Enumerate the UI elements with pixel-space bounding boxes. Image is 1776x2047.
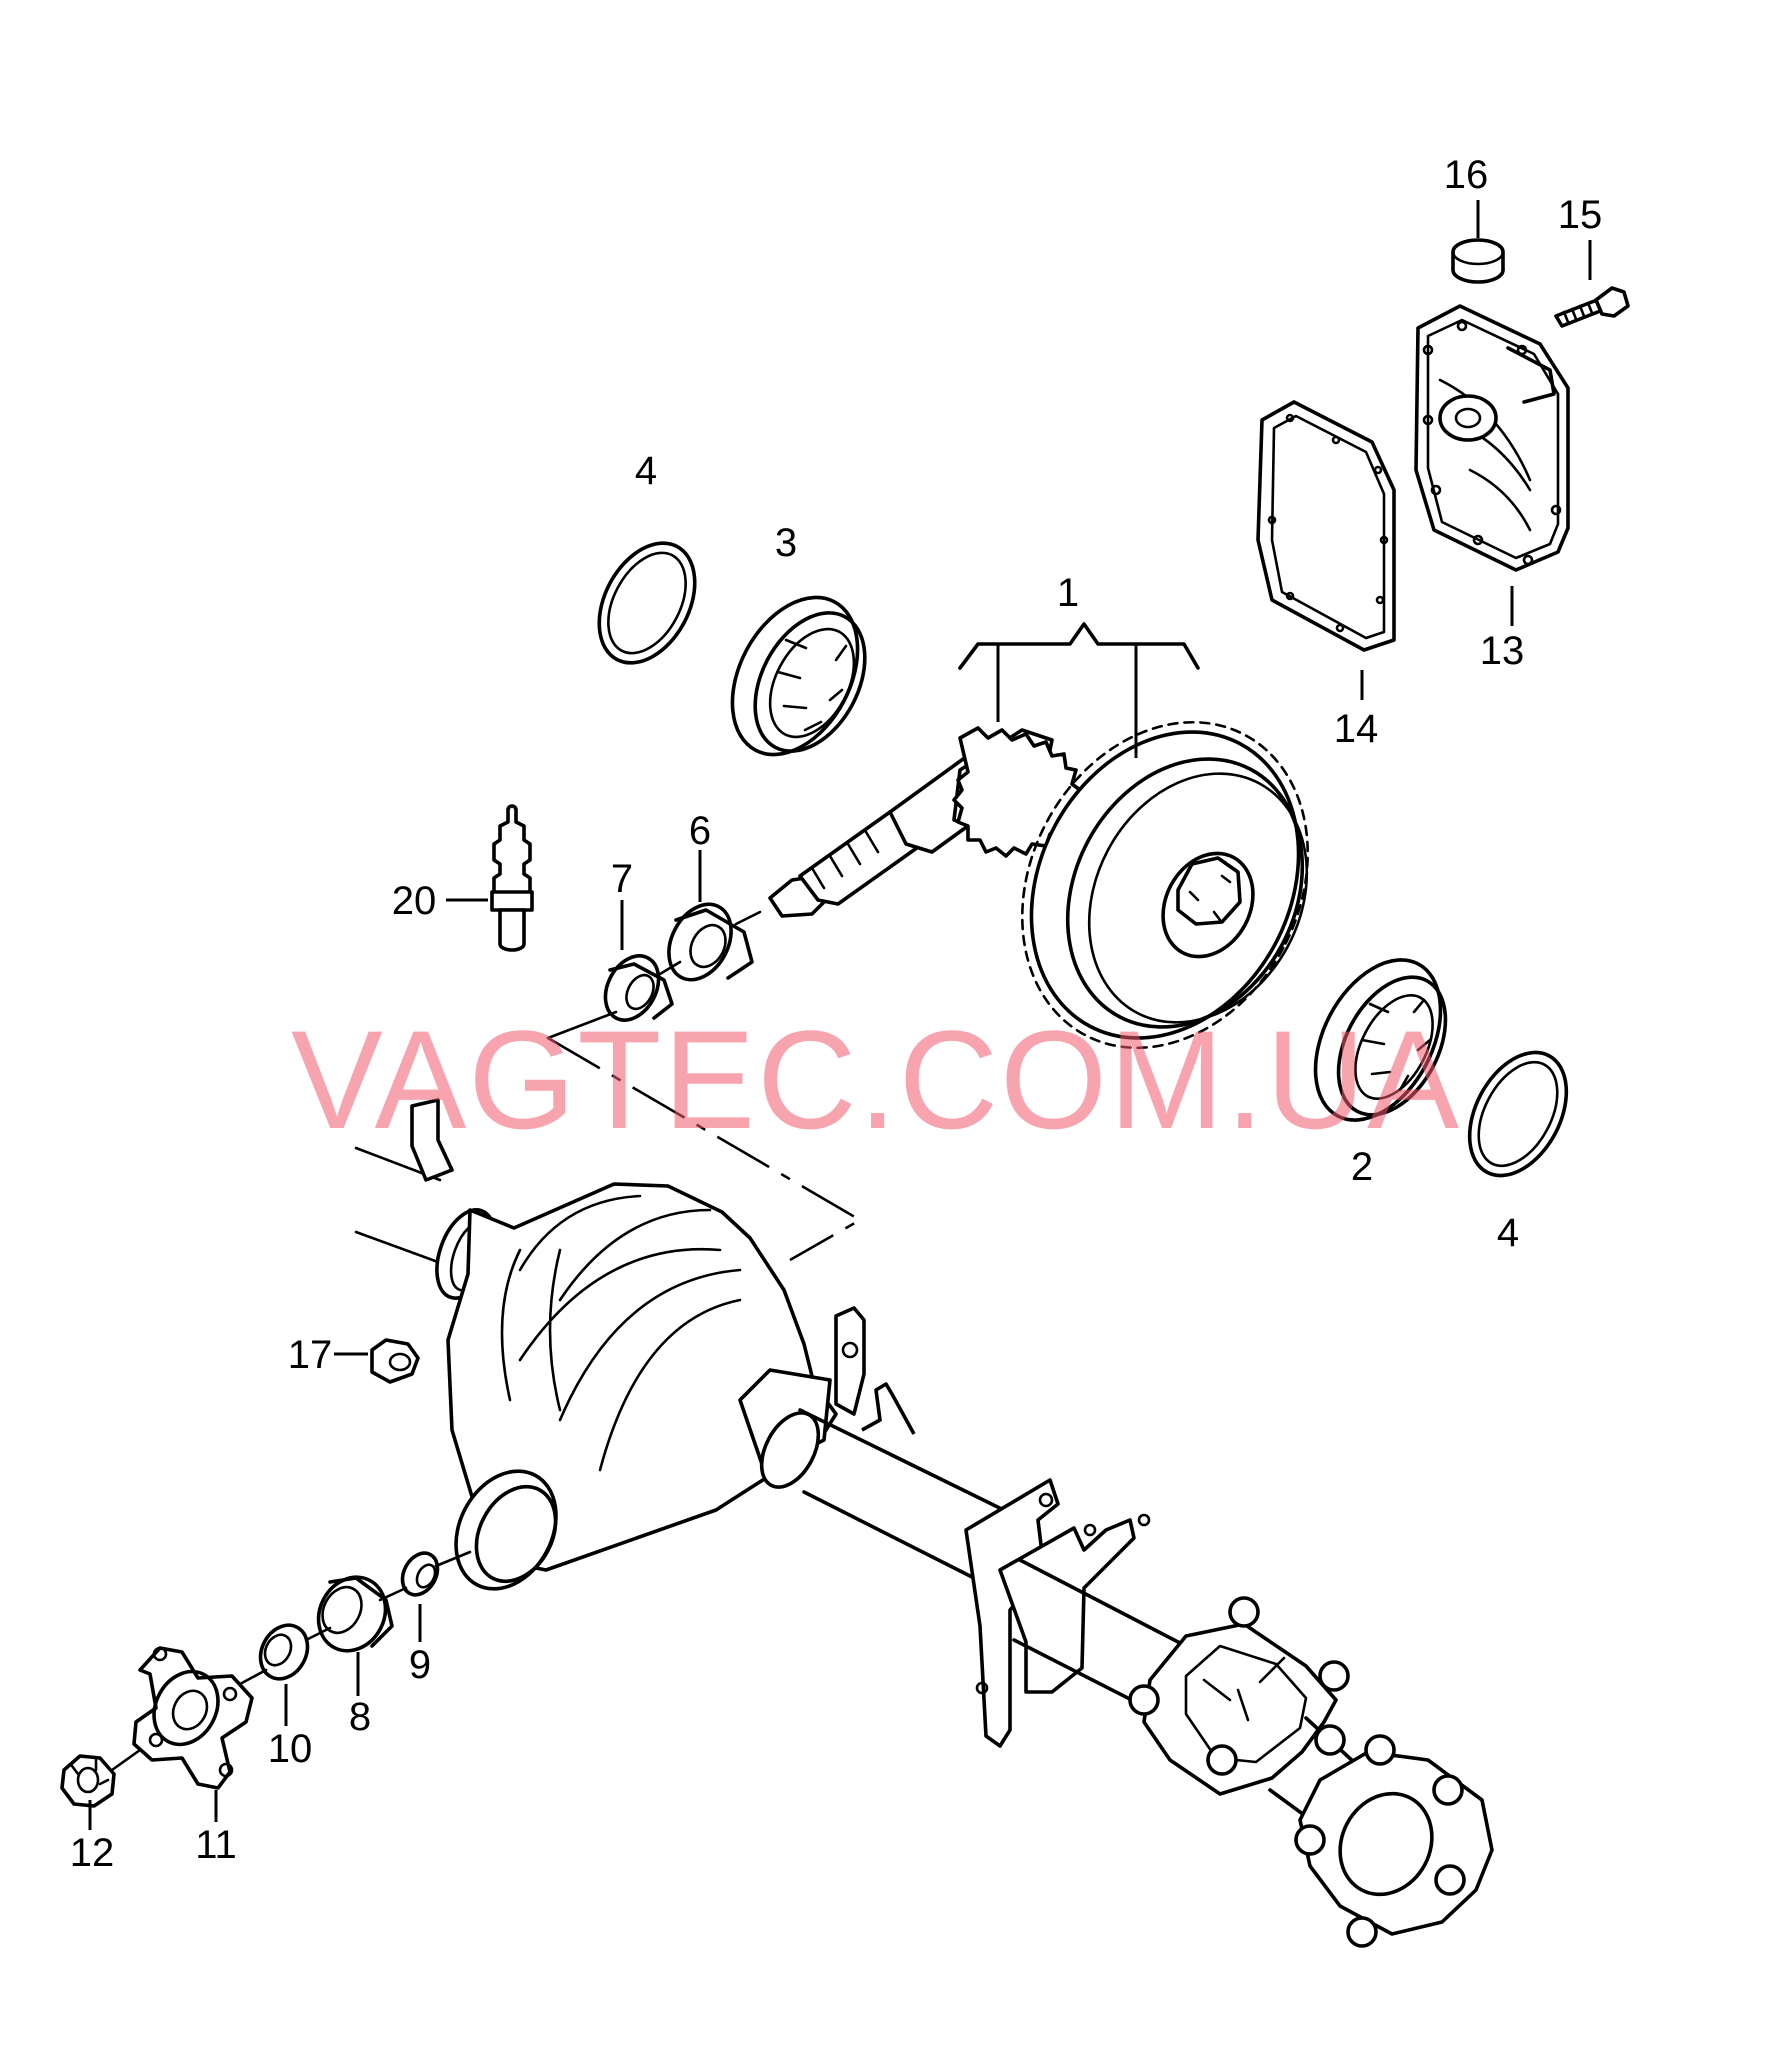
part-9-pinion-nut-small — [400, 1550, 472, 1642]
part-6-pinion-bearing — [667, 850, 754, 982]
part-2-bearing — [1313, 958, 1448, 1122]
callout-9: 9 — [409, 1643, 431, 1687]
callout-labels: 1 2 3 4 4 6 7 8 9 10 11 12 13 14 15 16 1… — [70, 153, 1603, 1875]
callout-6: 6 — [689, 809, 711, 853]
callout-1: 1 — [1057, 571, 1079, 615]
axle-housing — [354, 1098, 1494, 1948]
callout-17: 17 — [288, 1333, 333, 1377]
callout-13: 13 — [1480, 629, 1525, 673]
callout-16: 16 — [1444, 153, 1489, 197]
callout-10: 10 — [268, 1727, 313, 1771]
callout-14: 14 — [1334, 707, 1379, 751]
callout-12: 12 — [70, 1831, 115, 1875]
callout-4-upper: 4 — [635, 449, 657, 493]
part-17-nut — [334, 1338, 420, 1384]
callout-2: 2 — [1351, 1145, 1373, 1189]
callout-15: 15 — [1558, 193, 1603, 237]
part-16-filler-plug — [1451, 200, 1505, 284]
part-14-cover-gasket — [1256, 400, 1396, 700]
callout-4-right: 4 — [1497, 1211, 1519, 1255]
callout-11: 11 — [195, 1823, 237, 1867]
assembly-axis-lines — [546, 910, 863, 1262]
part-7-pinion-seal — [603, 900, 674, 1022]
part-12-flange-nut — [60, 1748, 142, 1830]
part-4-seal-ring-right — [1467, 1050, 1569, 1178]
watermark-text: VAGTEC.COM.UA — [291, 1001, 1461, 1158]
part-1-ring-and-pinion — [768, 622, 1310, 1050]
part-4-seal-ring-upper — [597, 541, 697, 665]
callout-8: 8 — [349, 1695, 371, 1739]
part-3-bearing — [730, 595, 867, 757]
part-8-pinion-bearing-rear — [316, 1575, 408, 1696]
part-20-breather-valve — [446, 804, 534, 952]
part-11-drive-flange — [132, 1646, 268, 1822]
callout-7: 7 — [611, 857, 633, 901]
part-15-cover-bolt — [1554, 240, 1630, 328]
callout-3: 3 — [775, 521, 797, 565]
part-13-axle-cover — [1414, 304, 1570, 626]
part-10-seal-washer — [258, 1623, 332, 1726]
callout-20: 20 — [392, 879, 437, 923]
